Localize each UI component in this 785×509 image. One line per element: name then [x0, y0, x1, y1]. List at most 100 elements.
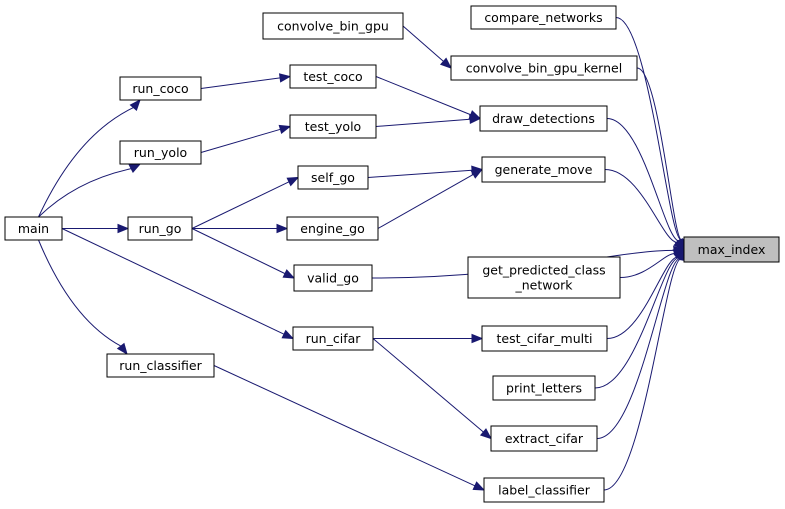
edge-line [594, 257, 679, 389]
edge-line [606, 118, 680, 242]
node-label: test_yolo [305, 119, 361, 134]
node-compare-networks[interactable]: compare_networks [470, 5, 617, 30]
edge-engine_go-to-generate_move [377, 168, 484, 229]
edge-generate_move-to-max_index [604, 169, 685, 251]
edge-line [615, 17, 682, 241]
node-label: run_yolo [134, 145, 187, 160]
node-box [119, 140, 202, 165]
edge-line [38, 107, 134, 218]
node-label: extract_cifar [505, 431, 584, 446]
node-box [467, 256, 621, 299]
node-label: get_predicted_class [482, 263, 605, 278]
node-engine-go[interactable]: engine_go [286, 216, 379, 241]
node-box [470, 5, 617, 30]
node-box [286, 216, 379, 241]
edge-arrowhead [276, 223, 289, 234]
node-box [683, 236, 780, 263]
node-draw-detections[interactable]: draw_detections [479, 105, 608, 132]
node-test-coco[interactable]: test_coco [289, 64, 377, 89]
edge-arrowhead [128, 163, 142, 174]
edge-arrowhead [286, 176, 300, 187]
node-box [127, 216, 193, 241]
edge-line [367, 169, 473, 178]
node-label: run_go [139, 221, 182, 236]
edge-arrowhead [278, 73, 292, 83]
nodes-layer: main run_coco run_yolo run_go run_classifier… [4, 5, 780, 503]
node-label: max_index [698, 242, 766, 257]
edge-line [377, 173, 474, 229]
node-print-letters[interactable]: print_letters [492, 375, 596, 401]
node-box [297, 165, 369, 190]
edge-line [375, 76, 471, 116]
node-box [106, 353, 215, 378]
edge-self_go-to-generate_move [367, 165, 484, 178]
node-get-predicted-class-network[interactable]: get_predicted_class_network [467, 256, 621, 299]
node-label-classifier[interactable]: label_classifier [483, 477, 605, 503]
edge-arrowhead [278, 124, 292, 134]
edge-test_coco-to-draw_detections [375, 76, 482, 120]
node-extract-cifar[interactable]: extract_cifar [490, 425, 598, 452]
node-box [262, 12, 404, 40]
node-max-index[interactable]: max_index [683, 236, 780, 263]
edge-arrowhead [472, 481, 486, 491]
edge-line [604, 169, 678, 243]
edges-layer [38, 17, 686, 491]
node-run-yolo[interactable]: run_yolo [119, 140, 202, 165]
node-label: self_go [311, 170, 355, 185]
edge-main-to-run_cifar [61, 228, 295, 340]
node-box [492, 375, 596, 401]
edge-line [213, 365, 476, 487]
node-box [292, 326, 374, 351]
node-main[interactable]: main [4, 216, 63, 241]
node-box [289, 114, 377, 139]
edge-arrowhead [117, 223, 130, 234]
node-run-coco[interactable]: run_coco [119, 76, 202, 101]
edge-line [606, 256, 678, 339]
node-box [481, 156, 606, 183]
edge-arrowhead [116, 342, 128, 356]
node-label: engine_go [300, 221, 364, 236]
node-label: valid_go [307, 271, 359, 286]
edge-main-to-run_yolo [38, 163, 142, 218]
node-label: compare_networks [484, 10, 602, 25]
edge-run_go-to-valid_go [191, 228, 296, 279]
node-convolve-bin-gpu-kernel[interactable]: convolve_bin_gpu_kernel [450, 55, 638, 81]
node-generate-move[interactable]: generate_move [481, 156, 606, 183]
edge-run_classifier-to-label_classifier [213, 365, 486, 491]
node-self-go[interactable]: self_go [297, 165, 369, 190]
edge-arrowhead [129, 98, 141, 112]
node-box [119, 76, 202, 101]
node-run-cifar[interactable]: run_cifar [292, 326, 374, 351]
node-valid-go[interactable]: valid_go [293, 264, 373, 292]
node-run-go[interactable]: run_go [127, 216, 193, 241]
node-box [450, 55, 638, 81]
node-label: print_letters [506, 381, 582, 396]
edge-arrowhead [673, 238, 685, 251]
node-label: _network [514, 278, 573, 293]
node-test-cifar-multi[interactable]: test_cifar_multi [481, 325, 608, 352]
node-label: test_coco [303, 69, 362, 84]
edge-run_go-to-self_go [191, 176, 300, 229]
edge-line [200, 128, 281, 153]
edge-line [603, 258, 682, 491]
node-box [289, 64, 377, 89]
edge-arrowhead [469, 114, 482, 125]
edge-line [191, 228, 286, 275]
edge-line [636, 67, 682, 241]
node-label: label_classifier [498, 483, 591, 498]
edge-convolve_bin_gpu-to-convolve_bin_gpu_kernel [402, 25, 453, 69]
node-box [483, 477, 605, 503]
node-label: generate_move [495, 162, 593, 177]
edge-line [372, 338, 484, 433]
edge-draw_detections-to-max_index [606, 118, 685, 251]
node-test-yolo[interactable]: test_yolo [289, 114, 377, 139]
node-label: convolve_bin_gpu [277, 19, 389, 34]
edge-arrowhead [479, 428, 493, 440]
edge-line [619, 253, 675, 278]
node-convolve-bin-gpu[interactable]: convolve_bin_gpu [262, 12, 404, 40]
node-label: run_cifar [306, 331, 362, 346]
node-box [4, 216, 63, 241]
node-run-classifier[interactable]: run_classifier [106, 353, 215, 378]
node-label: run_coco [132, 81, 188, 96]
node-box [479, 105, 608, 132]
